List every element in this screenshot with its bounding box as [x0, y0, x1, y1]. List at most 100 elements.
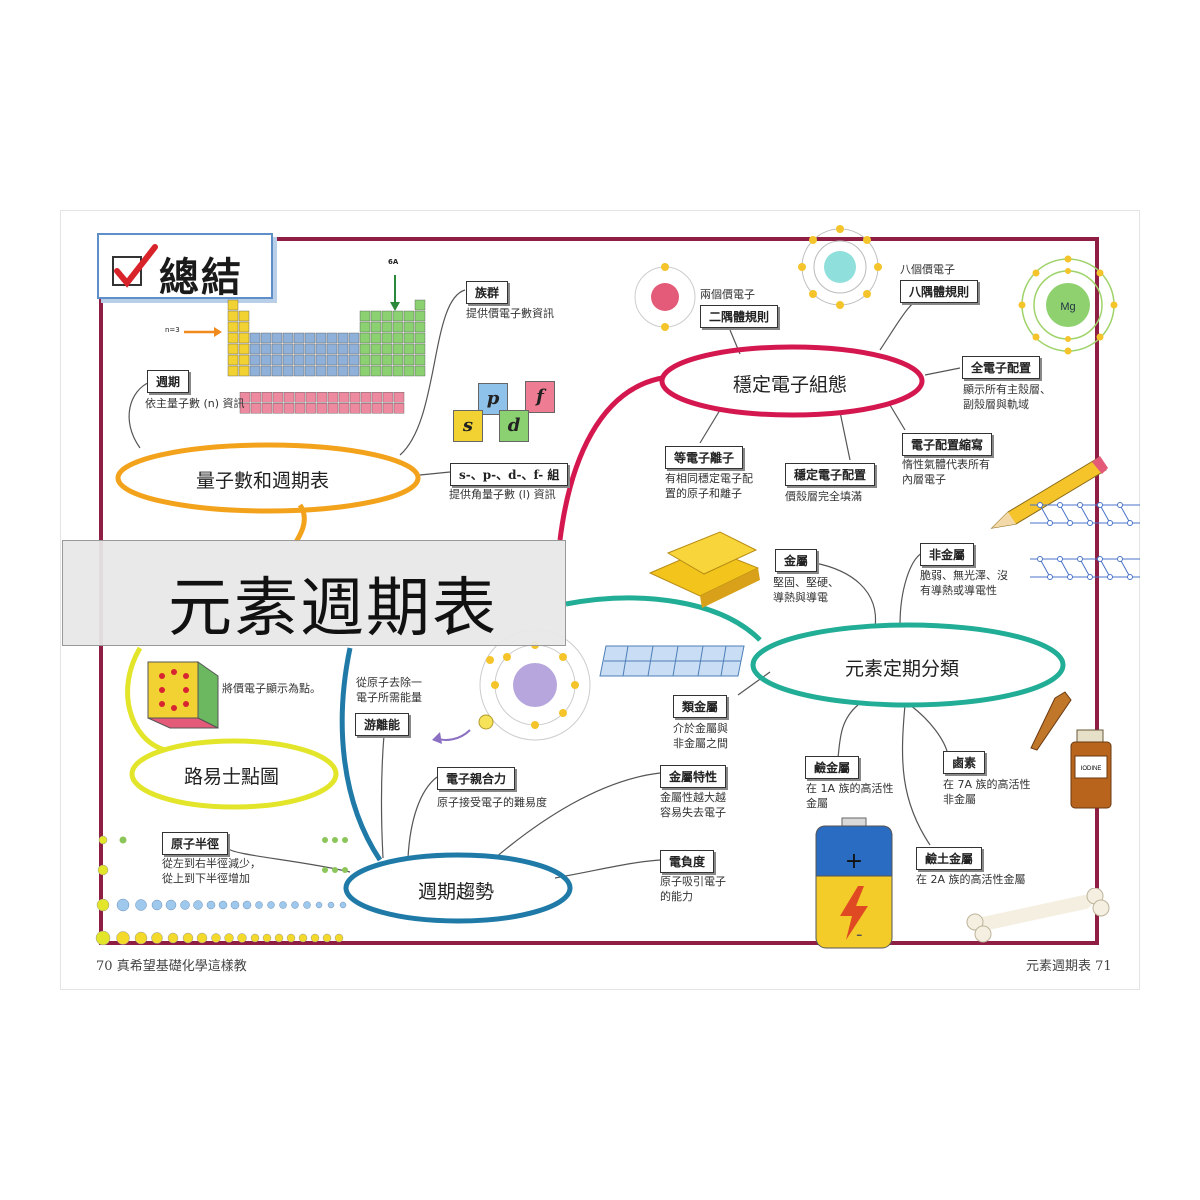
periodic-cell	[393, 391, 405, 403]
note-lewis: 將價電子顯示為點。	[222, 682, 321, 695]
note-electronegativity: 原子吸引電子 的能力	[660, 875, 726, 903]
periodic-cell	[239, 391, 251, 403]
periodic-cell	[227, 343, 239, 355]
periodic-cell	[359, 365, 371, 377]
periodic-cell	[283, 391, 295, 403]
node-trends: 週期趨勢	[418, 881, 495, 903]
tag-metalloid: 類金屬	[673, 695, 728, 718]
note-isoelectronic: 有相同穩定電子配 置的原子和離子	[665, 472, 753, 500]
periodic-cell	[283, 402, 295, 414]
periodic-cell	[392, 365, 404, 377]
periodic-cell	[337, 365, 349, 377]
periodic-cell	[249, 332, 261, 344]
battery-image: + -	[815, 817, 893, 949]
periodic-cell	[371, 391, 383, 403]
branch-trends	[339, 647, 383, 862]
atom-eight-electrons	[798, 225, 882, 309]
periodic-cell	[304, 343, 316, 355]
periodic-cell	[414, 321, 426, 333]
atom-mg: Mg	[1018, 255, 1118, 355]
periodic-cell	[294, 402, 306, 414]
periodic-cell	[272, 391, 284, 403]
periodic-cell	[249, 365, 261, 377]
tag-electronegativity: 電負度	[660, 850, 715, 873]
periodic-cell	[327, 391, 339, 403]
periodic-cell	[360, 402, 372, 414]
periodic-cell	[392, 354, 404, 366]
periodic-cell	[349, 402, 361, 414]
periodic-cell	[282, 354, 294, 366]
mg-symbol: Mg	[1060, 301, 1075, 313]
periodic-cell	[392, 343, 404, 355]
periodic-cell	[381, 310, 393, 322]
periodic-cell	[238, 321, 250, 333]
pencil-image	[990, 456, 1108, 529]
periodic-cell	[293, 365, 305, 377]
periodic-cell	[238, 365, 250, 377]
periodic-cell	[227, 321, 239, 333]
ellipse-trends	[343, 852, 573, 924]
periodic-cell	[249, 343, 261, 355]
periodic-cell	[261, 391, 273, 403]
periodic-cell	[293, 354, 305, 366]
periodic-cell	[359, 343, 371, 355]
periodic-cell	[392, 321, 404, 333]
periodic-cell	[414, 299, 426, 311]
periodic-cell	[348, 343, 360, 355]
periodic-cell	[403, 365, 415, 377]
periodic-cell	[250, 402, 262, 414]
periodic-cell	[381, 343, 393, 355]
periodic-cell	[293, 332, 305, 344]
periodic-cell	[414, 354, 426, 366]
periodic-cell	[382, 402, 394, 414]
footer-left: 70 真希望基礎化學這樣教	[96, 955, 247, 974]
periodic-cell	[239, 402, 251, 414]
periodic-cell	[260, 354, 272, 366]
periodic-cell	[271, 343, 283, 355]
periodic-cell	[359, 354, 371, 366]
note-metal: 堅固、堅硬、 導熱與導電	[773, 576, 839, 604]
tag-spdf: s-、p-、d-、f- 組	[450, 463, 569, 486]
periodic-cell	[282, 332, 294, 344]
tag-config-short: 電子配置縮寫	[902, 433, 993, 456]
periodic-cell	[359, 310, 371, 322]
note-duet: 兩個價電子	[700, 288, 755, 301]
periodic-cell	[381, 321, 393, 333]
tag-atomic-radius: 原子半徑	[162, 832, 229, 855]
group-6a-label: 6A	[388, 258, 399, 266]
periodic-cell	[381, 332, 393, 344]
periodic-cell	[403, 332, 415, 344]
periodic-cell	[316, 391, 328, 403]
periodic-cell	[360, 391, 372, 403]
page-number-right: 71	[1095, 959, 1112, 974]
periodic-cell	[294, 391, 306, 403]
periodic-cell	[359, 321, 371, 333]
periodic-cell	[414, 343, 426, 355]
periodic-cell	[337, 343, 349, 355]
atom-ionization	[478, 630, 591, 741]
iodine-label: IODINE	[1081, 766, 1102, 772]
tag-stable-config: 穩定電子配置	[785, 463, 876, 486]
periodic-cell	[261, 402, 273, 414]
periodic-cell	[403, 354, 415, 366]
note-config-short: 惰性氣體代表所有 內層電子	[902, 458, 990, 486]
periodic-cell	[326, 365, 338, 377]
periodic-cell	[271, 354, 283, 366]
page-number-left: 70	[96, 959, 113, 974]
orbital-block-s: s	[453, 410, 483, 442]
tag-period: 週期	[147, 370, 190, 393]
periodic-cell	[338, 402, 350, 414]
heading-title: 總結	[159, 255, 243, 301]
solar-panel-image	[599, 645, 745, 677]
periodic-cell	[414, 310, 426, 322]
periodic-cell	[414, 332, 426, 344]
periodic-cell	[337, 354, 349, 366]
chapter-banner: 元素週期表	[62, 540, 566, 646]
note-octet: 八個價電子	[900, 263, 955, 276]
orbital-block-d: d	[499, 410, 529, 442]
periodic-cell	[282, 365, 294, 377]
periodic-cell	[348, 332, 360, 344]
note-period: 依主量子數 (n) 資訊	[145, 397, 245, 410]
tag-affinity: 電子親合力	[437, 767, 516, 790]
